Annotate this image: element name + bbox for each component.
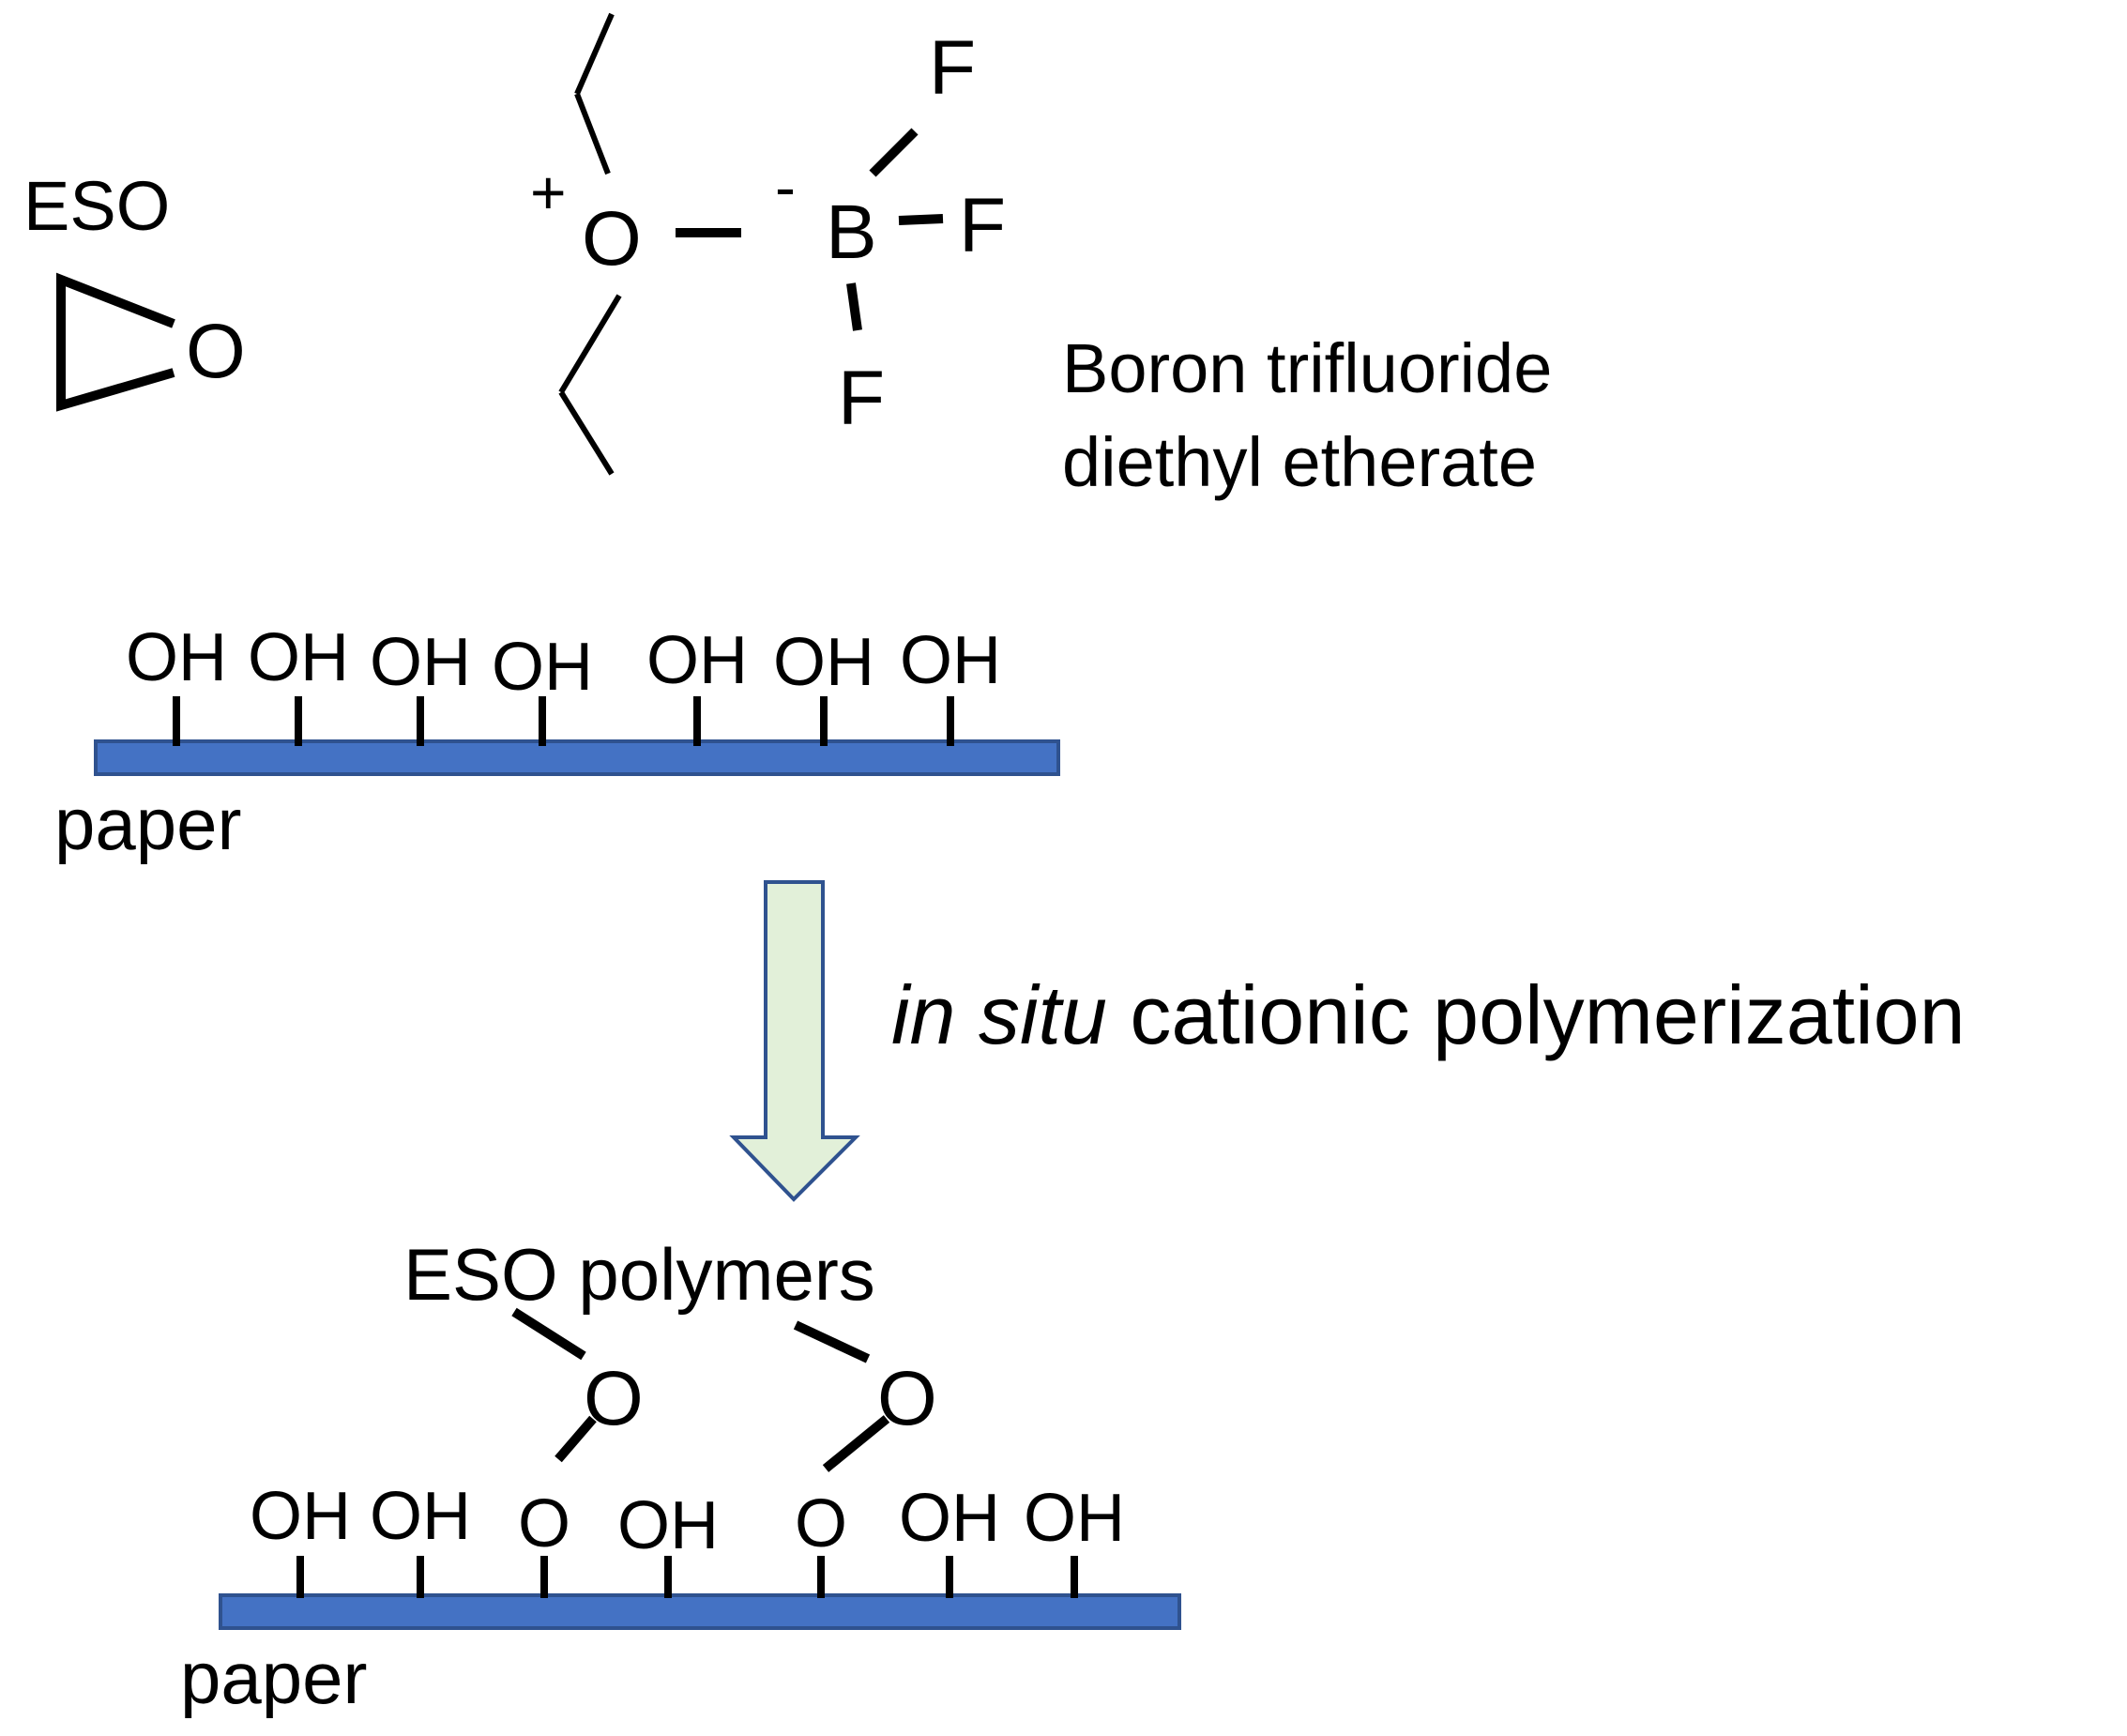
- reaction-condition-label: in situ cationic polymerization: [891, 968, 1966, 1061]
- eso-molecule: ESO O: [23, 167, 246, 412]
- paper-label-before: paper: [54, 783, 242, 865]
- surface-group-after-label-6: OH: [899, 1481, 1000, 1556]
- hydroxyl-groups-before: OH OH OH OH OH OH OH: [126, 620, 1001, 746]
- fluorine-right: F: [959, 183, 1006, 268]
- hydroxyl-before-label-7: OH: [900, 623, 1001, 698]
- reaction-arrow: [729, 880, 860, 1202]
- fluorine-top: F: [929, 25, 976, 111]
- hydroxyl-before-label-1: OH: [126, 620, 227, 695]
- boron-atom: B: [826, 190, 877, 275]
- reagent-name-line-2: diethyl etherate: [1062, 423, 1537, 501]
- surface-group-after-label-7: OH: [1024, 1481, 1125, 1556]
- polymer-2-bond-top: [793, 1320, 871, 1363]
- epoxide-ring-bonds: [56, 272, 175, 412]
- ethyl-bond-lower-1: [558, 294, 622, 394]
- b-f-bond-right: [898, 214, 944, 225]
- hydroxyl-before-label-2: OH: [248, 620, 349, 695]
- ethyl-bond-lower-2: [558, 390, 615, 476]
- oxonium-oxygen: O: [582, 196, 642, 282]
- polymer-1-bond-top: [511, 1307, 586, 1361]
- reaction-condition-italic: in situ: [891, 968, 1107, 1061]
- paper-before: OH OH OH OH OH OH OH paper: [54, 620, 1060, 865]
- polymer-1-bond-bottom: [555, 1415, 597, 1463]
- hydroxyl-before-label-5: OH: [646, 623, 748, 698]
- reagent-name-line-1: Boron trifluoride: [1062, 329, 1552, 407]
- surface-group-after-label-4: OH: [617, 1488, 719, 1563]
- hydroxyl-before-label-4: OH: [492, 630, 593, 705]
- paper-label-after: paper: [180, 1637, 368, 1719]
- bf3-etherate-structure: + O - B F F F: [530, 12, 1006, 476]
- surface-group-after-label-5: O: [795, 1486, 847, 1561]
- fluorine-bottom: F: [838, 356, 885, 441]
- b-f-bond-bottom: [846, 282, 862, 331]
- oxonium-plus: +: [530, 158, 567, 227]
- polymer-1-oxygen: O: [584, 1356, 644, 1441]
- paper-after: ESO polymers O O OH OH O OH O OH OH paper: [180, 1233, 1181, 1719]
- paper-strip-after: [219, 1593, 1181, 1630]
- surface-group-after-label-2: OH: [370, 1479, 471, 1554]
- surface-group-after-label-3: O: [518, 1486, 570, 1561]
- ethyl-bond-upper-2: [574, 92, 611, 175]
- hydroxyl-before-label-3: OH: [370, 625, 471, 700]
- eso-polymers-label: ESO polymers: [403, 1233, 875, 1316]
- surface-groups-after: OH OH O OH O OH OH: [250, 1479, 1125, 1598]
- borate-minus: -: [775, 152, 796, 221]
- ethyl-bond-upper-1: [574, 12, 615, 96]
- polymer-2-bond-bottom: [822, 1415, 890, 1472]
- surface-group-after-label-1: OH: [250, 1479, 351, 1554]
- paper-strip-before: [94, 739, 1060, 776]
- hydroxyl-before-label-6: OH: [773, 625, 874, 700]
- polymer-2-oxygen: O: [877, 1356, 937, 1441]
- b-f-bond-top: [869, 128, 919, 177]
- eso-label: ESO: [23, 167, 170, 245]
- epoxide-oxygen: O: [186, 309, 246, 394]
- reaction-condition-text: cationic polymerization: [1107, 968, 1966, 1061]
